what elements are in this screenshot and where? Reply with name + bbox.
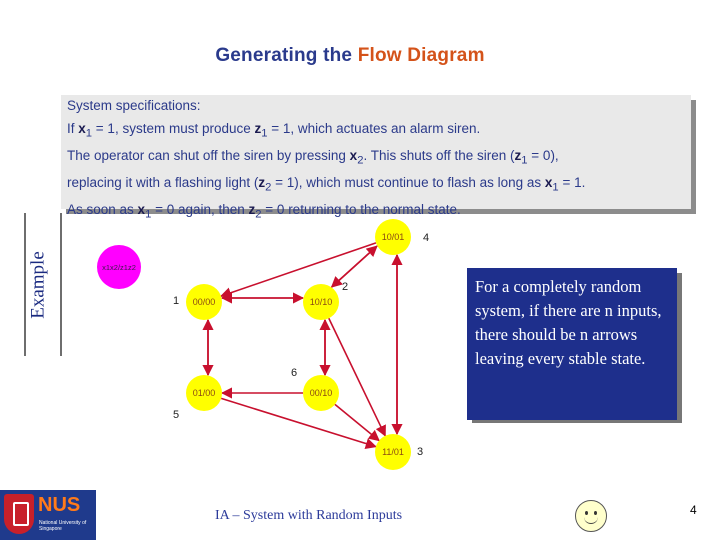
page-number: 4 [690, 503, 697, 517]
logo-subtitle: National University of Singapore [39, 520, 87, 532]
t: = 1, which actuates an alarm siren. [267, 120, 481, 136]
crest-icon [4, 494, 34, 534]
spec-line-3: The operator can shut off the siren by p… [67, 145, 685, 172]
t: = 1. [558, 174, 586, 190]
arrow-s6-to-s3 [334, 403, 380, 442]
smiley-eye [594, 511, 597, 515]
note-box: For a completely random system, if there… [467, 268, 677, 420]
smiley-icon [575, 500, 607, 532]
legend-label: x1x2/z1z2 [102, 263, 136, 272]
state-number-1: 1 [173, 295, 179, 307]
spec-box: System specifications: If x1 = 1, system… [61, 95, 691, 221]
arrow-s5-to-s3 [220, 397, 377, 449]
spec-line-5: As soon as x1 = 0 again, then z2 = 0 ret… [67, 199, 685, 226]
state-code-3: 11/01 [382, 447, 404, 457]
t: = 1, system must produce [92, 120, 255, 136]
t: If [67, 120, 79, 136]
state-code-5: 01/00 [193, 388, 216, 398]
t: The operator can shut off the siren by p… [67, 147, 350, 163]
smiley-mouth [584, 515, 598, 524]
title-prefix: Generating the [215, 45, 353, 66]
t: replacing it with a flashing light ( [67, 174, 259, 190]
var-x: x [349, 147, 358, 163]
sub: 1 [85, 127, 93, 140]
sub: 1 [145, 208, 152, 221]
state-node-6 [303, 375, 339, 411]
sub: 2 [255, 208, 262, 221]
state-code-4: 10/01 [382, 232, 405, 242]
state-node-4 [375, 219, 411, 255]
var-x: x [544, 174, 553, 190]
t: = 1), which must continue to flash as lo… [271, 174, 545, 190]
t: = 0 returning to the normal state. [261, 202, 461, 218]
sub: 2 [357, 154, 364, 167]
var-x: x [78, 120, 86, 136]
spec-line-4: replacing it with a flashing light (z2 =… [67, 172, 685, 199]
logo-word: NUS [38, 494, 81, 516]
state-node-2 [303, 284, 339, 320]
footer-text: IA – System with Random Inputs [215, 508, 403, 523]
state-number-6: 6 [291, 367, 297, 379]
arrow-s4-to-s2 [330, 245, 378, 288]
diagram-arrows [202, 242, 403, 449]
diagram-states: 00/00 1 10/10 2 11/01 3 10/01 4 01/00 5 00/10 6 [173, 219, 429, 470]
example-side-tab: Example [24, 213, 62, 356]
title-highlight: Flow Diagram [357, 45, 485, 66]
state-code-1: 00/00 [193, 297, 216, 307]
var-z: z [248, 202, 256, 218]
spec-line-1: System specifications: [67, 95, 685, 118]
state-number-4: 4 [423, 232, 429, 244]
arrow-s4-to-s1 [219, 242, 377, 299]
legend-circle [97, 245, 141, 289]
slide-title: Generating the Flow Diagram [0, 45, 700, 67]
smiley-eye [585, 511, 588, 515]
state-number-5: 5 [173, 409, 179, 421]
t: As soon as [67, 202, 138, 218]
state-number-3: 3 [417, 446, 423, 458]
sub: 2 [265, 181, 272, 194]
state-code-6: 00/10 [310, 388, 333, 398]
sub: 1 [521, 154, 528, 167]
var-z: z [254, 120, 262, 136]
t: = 0), [527, 147, 559, 163]
var-z: z [258, 174, 266, 190]
university-logo: NUS National University of Singapore [0, 490, 96, 540]
state-node-1 [186, 284, 222, 320]
t: . This shuts off the siren ( [363, 147, 515, 163]
state-node-5 [186, 375, 222, 411]
spec-line-2: If x1 = 1, system must produce z1 = 1, w… [67, 118, 685, 145]
var-z: z [514, 147, 522, 163]
arrow-s2-to-s3 [328, 317, 386, 437]
state-number-2: 2 [342, 281, 348, 293]
state-node-3 [375, 434, 411, 470]
spec-line-1-text: System specifications: [67, 98, 201, 113]
sub: 1 [552, 181, 559, 194]
var-x: x [137, 202, 146, 218]
t: = 0 again, then [151, 202, 249, 218]
state-code-2: 10/10 [310, 297, 333, 307]
sub: 1 [261, 127, 268, 140]
